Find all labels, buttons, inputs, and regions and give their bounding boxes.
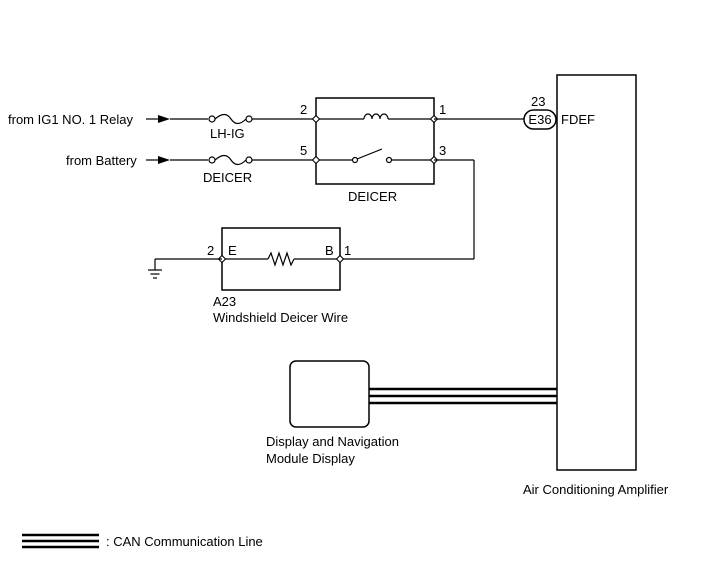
- legend-can-line-sample: [22, 533, 99, 549]
- connector-code: E36: [528, 112, 551, 127]
- air-conditioning-amplifier-box: [556, 74, 637, 471]
- resistor-icon: [267, 251, 295, 267]
- display-module-label-line1: Display and Navigation: [266, 434, 399, 449]
- lhig-fuse-label: LH-IG: [210, 126, 245, 141]
- battery-label: from Battery: [66, 153, 137, 168]
- relay-pin-2: 2: [300, 102, 307, 117]
- relay-pin-5: 5: [300, 143, 307, 158]
- connector-e36-badge: [523, 109, 557, 130]
- deicer-wire-terminal-markers: [217, 254, 345, 264]
- deicer-fuse-label: DEICER: [203, 170, 252, 185]
- relay-pin-3: 3: [439, 143, 446, 158]
- deicer-wire-name: Windshield Deicer Wire: [213, 310, 348, 325]
- battery-input-arrow-icon: [158, 156, 170, 164]
- connector-signal-name: FDEF: [561, 112, 595, 127]
- relay-terminal-markers: [311, 114, 439, 165]
- deicer-wire-terminal-e: E: [228, 243, 237, 258]
- connector-pin-number: 23: [531, 94, 545, 109]
- deicer-fuse-symbol: [208, 154, 253, 166]
- display-module-label-line2: Module Display: [266, 451, 355, 466]
- deicer-wire-code: A23: [213, 294, 236, 309]
- relay-switch-contact-left: [351, 156, 359, 164]
- deicer-relay-label: DEICER: [348, 189, 397, 204]
- display-navigation-module-box: [289, 360, 370, 428]
- relay-coil-icon: [363, 113, 389, 120]
- legend-can-line-label: : CAN Communication Line: [106, 534, 263, 549]
- relay-switch-blade-icon: [356, 148, 383, 160]
- relay-switch-contact-right: [385, 156, 393, 164]
- can-communication-line: [369, 387, 557, 405]
- relay-pin-1: 1: [439, 102, 446, 117]
- ground-icon: [148, 259, 162, 279]
- air-conditioning-amplifier-label: Air Conditioning Amplifier: [523, 482, 669, 497]
- ig1-input-arrow-icon: [158, 115, 170, 123]
- deicer-wire-pin-right: 1: [344, 243, 351, 258]
- lhig-fuse-symbol: [208, 113, 253, 125]
- deicer-relay-box: [315, 97, 435, 185]
- deicer-wire-pin-left: 2: [207, 243, 214, 258]
- deicer-wire-terminal-b: B: [325, 243, 334, 258]
- ig1-relay-label: from IG1 NO. 1 Relay: [8, 112, 133, 127]
